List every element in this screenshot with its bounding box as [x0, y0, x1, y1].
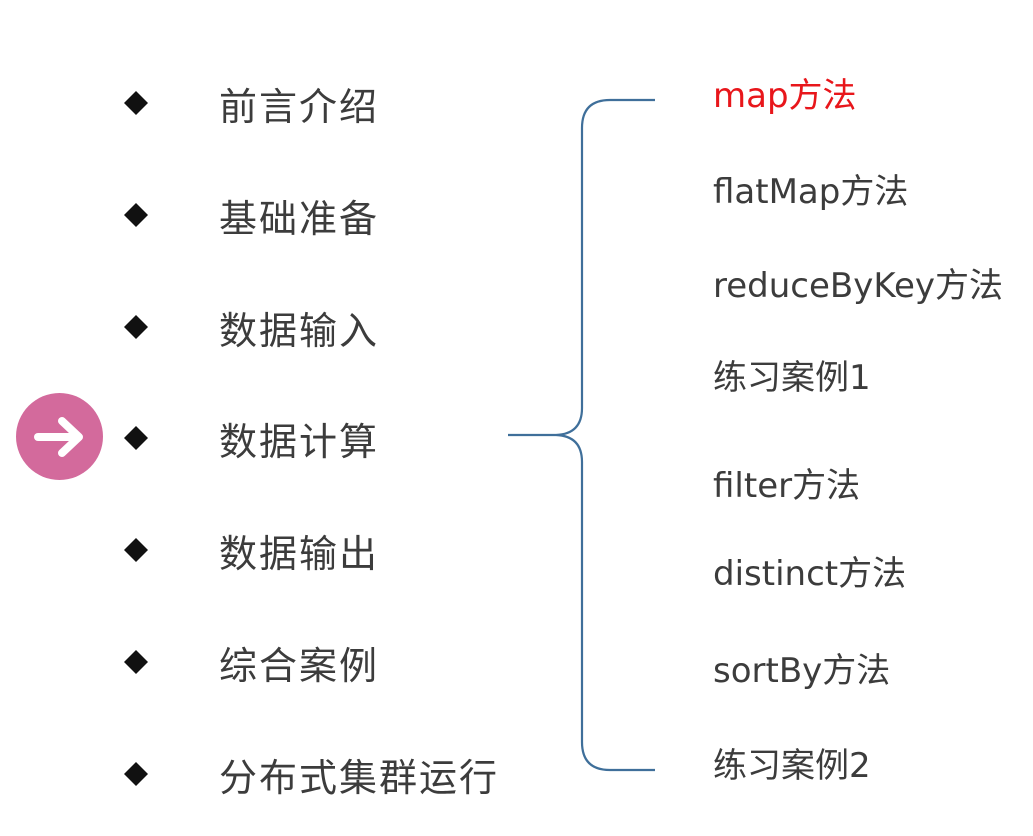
method-item-sortby[interactable]: sortBy方法 [713, 651, 891, 691]
diamond-bullet-icon [124, 538, 148, 562]
outline-item-label: 数据输入 [219, 308, 380, 353]
outline-item-label: 前言介绍 [219, 84, 380, 129]
diamond-bullet-icon [124, 203, 148, 227]
outline-item-label: 分布式集群运行 [219, 755, 500, 800]
arrow-right-icon [33, 416, 83, 457]
outline-item-intro[interactable]: 前言介绍 [124, 73, 379, 133]
method-item-exercise-2[interactable]: 练习案例2 [713, 746, 871, 786]
outline-item-data-output[interactable]: 数据输出 [124, 520, 379, 580]
method-item-reducebykey[interactable]: reduceByKey方法 [713, 266, 1003, 306]
outline-item-data-compute[interactable]: 数据计算 [124, 408, 379, 468]
outline-item-basics[interactable]: 基础准备 [124, 185, 379, 245]
diamond-bullet-icon [124, 762, 148, 786]
outline-item-data-input[interactable]: 数据输入 [124, 297, 379, 357]
method-item-exercise-1[interactable]: 练习案例1 [713, 358, 871, 398]
diamond-bullet-icon [124, 650, 148, 674]
method-item-map[interactable]: map方法 [713, 76, 857, 116]
current-section-marker [16, 393, 103, 480]
outline-item-label: 综合案例 [219, 643, 380, 688]
outline-item-label: 数据输出 [219, 531, 380, 576]
method-item-flatmap[interactable]: flatMap方法 [713, 172, 909, 212]
diamond-bullet-icon [124, 426, 148, 450]
outline-item-case-study[interactable]: 综合案例 [124, 632, 379, 692]
method-item-distinct[interactable]: distinct方法 [713, 554, 907, 594]
outline-item-cluster-run[interactable]: 分布式集群运行 [124, 744, 499, 804]
outline-item-label: 数据计算 [219, 419, 380, 464]
method-item-filter[interactable]: filter方法 [713, 466, 861, 506]
diamond-bullet-icon [124, 315, 148, 339]
diamond-bullet-icon [124, 91, 148, 115]
outline-item-label: 基础准备 [219, 196, 380, 241]
